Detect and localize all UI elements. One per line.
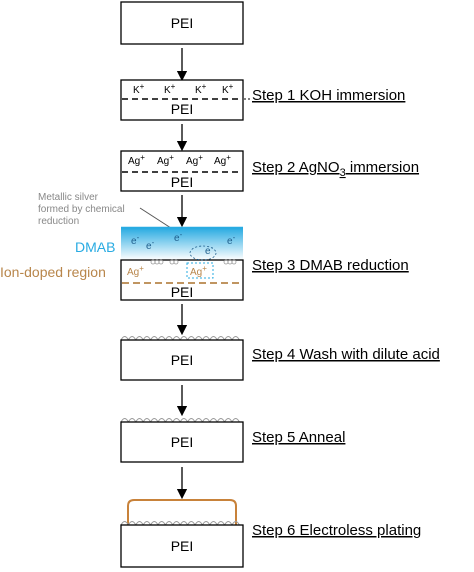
svg-text:Ag+: Ag+ <box>214 153 231 167</box>
ion-symbol: K <box>133 85 140 96</box>
ion-symbol: K <box>195 85 202 96</box>
step-3-label: Step 3 DMAB reduction <box>252 257 409 274</box>
svg-text:Ag+: Ag+ <box>190 264 207 278</box>
svg-text:formed by chemical: formed by chemical <box>38 204 125 215</box>
step-5-label: Step 5 Anneal <box>252 429 345 446</box>
ion-symbol: K <box>164 85 171 96</box>
silver-ions: Ag+ Ag+ Ag+ Ag+ <box>128 153 231 167</box>
pei-label: PEI <box>171 101 194 117</box>
metallic-silver-highlight <box>186 262 214 279</box>
pei-substrate-step3 <box>120 259 244 301</box>
reduced-silver-ions: Ag+ Ag+ <box>127 264 207 278</box>
pei-label: PEI <box>171 538 194 554</box>
metallic-silver-note: Metallic silver formed by chemical reduc… <box>38 192 125 227</box>
dmab-label: DMAB <box>75 239 115 255</box>
dmab-layer <box>121 228 243 260</box>
pei-label: PEI <box>171 434 194 450</box>
svg-text:K+: K+ <box>222 82 234 96</box>
pei-label: PEI <box>171 352 194 368</box>
svg-text:e-: e- <box>131 233 140 247</box>
electron-cloud-outline <box>189 245 217 261</box>
pei-label: PEI <box>171 174 194 190</box>
pei-substrate-step4 <box>120 339 244 381</box>
ion-doped-region-label: Ion-doped region <box>0 264 106 280</box>
step-2-label: Step 2 AgNO3 immersion <box>252 159 419 179</box>
pei-substrate-step2 <box>120 150 244 192</box>
svg-text:Ag+: Ag+ <box>127 264 144 278</box>
svg-text:K+: K+ <box>164 82 176 96</box>
pei-substrate-step6 <box>120 524 244 568</box>
svg-text:reduction: reduction <box>38 216 79 227</box>
ion-symbol: K <box>222 85 229 96</box>
svg-text:e-: e- <box>205 243 214 257</box>
svg-text:Ag+: Ag+ <box>157 153 174 167</box>
potassium-ions: K+ K+ K+ K+ <box>133 82 234 96</box>
svg-text:K+: K+ <box>133 82 145 96</box>
step-1-label: Step 1 KOH immersion <box>252 87 405 104</box>
svg-text:Ag+: Ag+ <box>128 153 145 167</box>
svg-text:Metallic silver: Metallic silver <box>38 192 99 203</box>
pei-substrate-step5 <box>120 421 244 463</box>
svg-text:K+: K+ <box>195 82 207 96</box>
step-4-label: Step 4 Wash with dilute acid <box>252 346 440 363</box>
pei-substrate-initial <box>120 1 244 45</box>
step-6-label: Step 6 Electroless plating <box>252 522 421 539</box>
svg-text:Ag+: Ag+ <box>186 153 203 167</box>
pei-label: PEI <box>171 284 194 300</box>
svg-text:e-: e- <box>146 238 155 252</box>
silver-particles <box>150 259 237 265</box>
svg-text:e-: e- <box>174 230 183 244</box>
electroless-plating-layer <box>127 499 237 525</box>
pei-substrate-step1 <box>120 79 244 121</box>
pei-label: PEI <box>171 15 194 31</box>
svg-text:e-: e- <box>227 233 236 247</box>
electrons: e- e- e- e- e- <box>131 230 236 257</box>
